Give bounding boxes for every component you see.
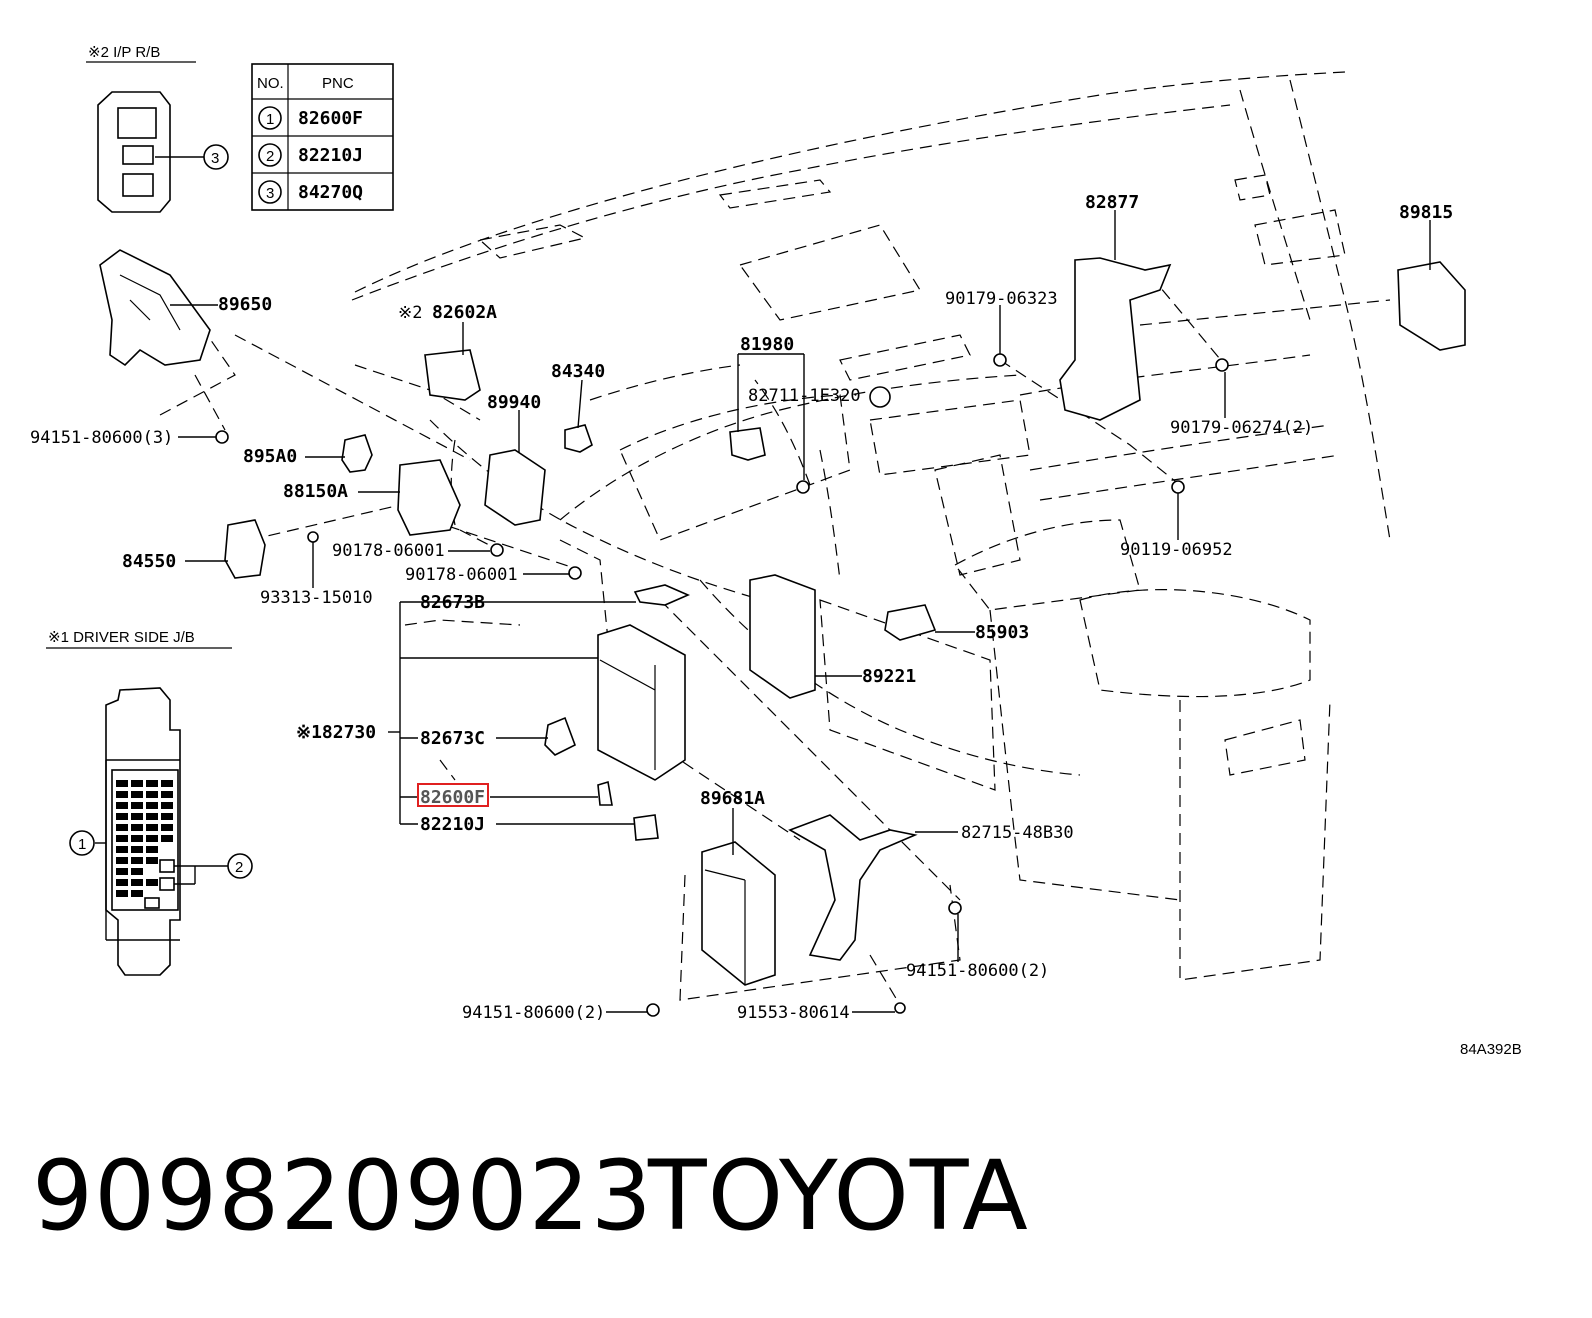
footer-part-number: 9098209023 <box>32 1140 653 1252</box>
pnc-row-no: 1 <box>266 111 274 128</box>
label-93313-15010: 93313-15010 <box>260 588 373 608</box>
diagram-code: 84A392B <box>1460 1041 1522 1058</box>
pnc-row-code: 84270Q <box>298 182 363 203</box>
parts <box>99 249 1466 1017</box>
label-82715-48b30: 82715-48B30 <box>961 823 1074 843</box>
pnc-header-pnc: PNC <box>322 75 354 92</box>
label-82673c: 82673C <box>420 728 485 749</box>
label-90179-06323: 90179-06323 <box>945 289 1058 309</box>
part-88150a <box>397 459 461 536</box>
label-89650: 89650 <box>218 294 272 315</box>
part-82210j <box>633 814 659 841</box>
label-82711-1e320: 82711-1E320 <box>748 386 861 406</box>
callout-3: 3 <box>211 150 219 167</box>
part-895a0 <box>341 434 373 473</box>
label-85903: 85903 <box>975 622 1029 643</box>
part-81980 <box>729 427 766 461</box>
pnc-table: NO. PNC 1 82600F 2 82210J 3 84270Q <box>251 63 394 211</box>
inset-driver-jb-title: ※1 DRIVER SIDE J/B <box>48 629 195 646</box>
part-labels: 89650 94151-80600(3) 895A0 88150A 84550 … <box>30 192 1453 1023</box>
pnc-header-no: NO. <box>257 75 284 92</box>
part-82600f <box>597 780 613 806</box>
label-91553-80614: 91553-80614 <box>737 1003 850 1023</box>
inset-ip-rb: ※2 I/P R/B 3 <box>86 44 229 213</box>
label-90178-06001-a: 90178-06001 <box>332 541 445 561</box>
callout-1: 1 <box>78 836 86 853</box>
label-90179-06274-2: 90179-06274(2) <box>1170 418 1313 438</box>
label-94151-80600-2-c: 94151-80600(2) <box>462 1003 605 1023</box>
label-89815: 89815 <box>1399 202 1453 223</box>
label-895a0: 895A0 <box>243 446 297 467</box>
label-90178-06001-b: 90178-06001 <box>405 565 518 585</box>
highlight-box-82600f <box>417 783 489 807</box>
label-89940: 89940 <box>487 392 541 413</box>
label-82730: ※182730 <box>296 722 376 743</box>
pnc-row-code: 82210J <box>298 145 363 166</box>
leader-lines <box>170 210 1431 1013</box>
part-82715 <box>788 814 918 961</box>
part-82673c <box>544 716 576 756</box>
label-88150a: 88150A <box>283 481 348 502</box>
part-82877 <box>1059 257 1172 421</box>
label-94151-80600-3: 94151-80600(3) <box>30 428 173 448</box>
part-82730 <box>597 624 686 781</box>
label-89681a: 89681A <box>700 788 765 809</box>
pnc-row-no: 3 <box>266 185 274 202</box>
inset-driver-jb: ※1 DRIVER SIDE J/B 1 2 <box>46 629 253 976</box>
label-84340: 84340 <box>551 361 605 382</box>
label-82210j: 82210J <box>420 814 485 835</box>
label-90119-06952: 90119-06952 <box>1120 540 1233 560</box>
part-89681a <box>701 841 776 986</box>
relation-lines <box>159 274 1391 1006</box>
part-84340 <box>564 424 593 453</box>
callout-2: 2 <box>235 859 243 876</box>
part-82673b <box>633 584 691 606</box>
part-89815 <box>1397 261 1466 351</box>
label-82602a-mark: ※2 <box>398 303 422 323</box>
part-89650 <box>99 249 211 367</box>
part-84550 <box>224 519 266 579</box>
pnc-row-code: 82600F <box>298 108 363 129</box>
label-81980: 81980 <box>740 334 794 355</box>
part-82602a <box>424 349 481 401</box>
footer-brand: TOYOTA <box>648 1140 1029 1252</box>
label-89221: 89221 <box>862 666 916 687</box>
part-85903 <box>884 604 937 641</box>
label-82600f: 82600F <box>420 787 485 808</box>
label-82602a: 82602A <box>432 302 497 323</box>
fuse-grid <box>116 780 173 897</box>
pnc-row-no: 2 <box>266 148 274 165</box>
label-84550: 84550 <box>122 551 176 572</box>
part-89221 <box>749 574 816 699</box>
label-82877: 82877 <box>1085 192 1139 213</box>
inset-ip-rb-title: ※2 I/P R/B <box>88 44 160 61</box>
part-89940 <box>484 449 546 526</box>
label-94151-80600-2-b: 94151-80600(2) <box>906 961 1049 981</box>
label-82673b: 82673B <box>420 592 485 613</box>
